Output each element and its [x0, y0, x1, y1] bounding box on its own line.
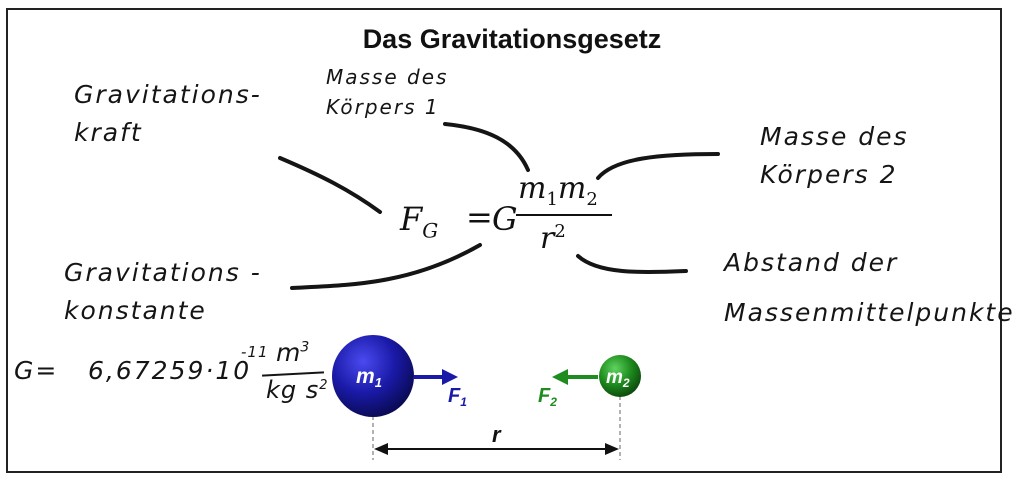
unit-meter-exponent: 3 [300, 339, 310, 356]
label-line: kraft [74, 118, 143, 147]
formula-equals: = [466, 198, 493, 236]
formula-denominator: r2 [540, 221, 566, 256]
constant-exponent: -11 [241, 343, 269, 361]
unit-meter: m [276, 338, 301, 367]
formula-m1: m [518, 171, 547, 206]
label-gravitational-constant: Gravitations - konstante [64, 254, 262, 330]
label-mass-body-1: Masse des Körpers 1 [326, 62, 448, 122]
label-line: Masse des [760, 122, 909, 151]
label-mass-body-2: Masse des Körpers 2 [760, 118, 909, 194]
constant-lhs: G= [14, 356, 59, 385]
formula-m1-subscript: 1 [546, 189, 558, 210]
constant-value: G= 6,67259·10 -11 m3 kg s2 [14, 338, 334, 408]
diagram-frame [6, 8, 1002, 473]
label-gravitational-force: Gravitations- kraft [74, 76, 262, 152]
formula-m2: m [557, 171, 587, 206]
formula-numerator: m1m2 [518, 171, 598, 210]
formula-m2-subscript: 2 [586, 189, 598, 210]
constant-unit-denominator: kg s2 [266, 376, 329, 404]
formula-force-subscript: G [422, 218, 439, 243]
label-line: Körpers 2 [760, 160, 898, 189]
gravitation-formula: FG = G m1m2 r2 [400, 165, 620, 265]
formula-force: FG [400, 200, 438, 242]
label-distance: Abstand der Massenmittelpunkte [724, 244, 1015, 332]
formula-r-exponent: 2 [554, 221, 566, 242]
constant-unit-numerator: m3 [276, 338, 309, 367]
formula-force-symbol: F [400, 200, 423, 238]
unit-kg-s: kg s [266, 376, 320, 404]
label-line: konstante [64, 296, 207, 325]
formula-constant: G [492, 200, 518, 238]
label-line: Abstand der [724, 248, 899, 277]
label-line: Masse des [326, 65, 449, 89]
unit-s-exponent: 2 [319, 378, 329, 393]
label-line: Gravitations- [74, 80, 262, 109]
label-line: Körpers 1 [326, 95, 440, 119]
label-line: Gravitations - [64, 258, 262, 287]
formula-r: r [540, 221, 555, 256]
label-line: Massenmittelpunkte [724, 298, 1015, 327]
page-title: Das Gravitationsgesetz [362, 24, 662, 54]
constant-mantissa: 6,67259·10 [88, 356, 252, 385]
formula-fraction-bar [516, 214, 612, 216]
